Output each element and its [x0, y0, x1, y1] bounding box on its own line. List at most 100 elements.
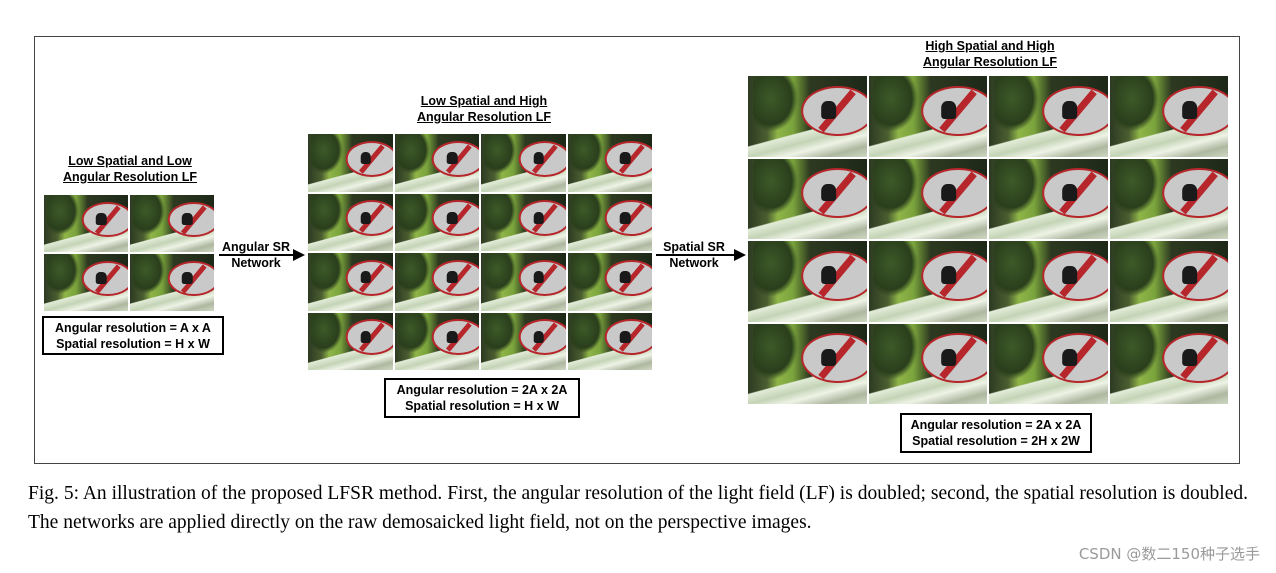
arrow2-label-line1: Spatial SR — [663, 240, 725, 254]
lightfield-view-image — [481, 312, 566, 370]
stage1-heading: Low Spatial and Low Angular Resolution L… — [44, 154, 216, 185]
lightfield-view-image — [748, 241, 867, 322]
lightfield-view-image — [1109, 241, 1228, 322]
arrow1-label-line2: Network — [231, 255, 281, 270]
prohibition-sign-icon — [432, 200, 479, 237]
lightfield-view-image — [394, 253, 479, 311]
lightfield-view-image — [868, 323, 987, 404]
lightfield-view-image — [394, 193, 479, 251]
stage2-spatial-resolution: Spatial resolution = H x W — [405, 399, 559, 413]
prohibition-sign-icon — [605, 319, 652, 356]
prohibition-sign-icon — [518, 319, 566, 356]
lightfield-view-image — [567, 134, 652, 192]
stage2-angular-resolution: Angular resolution = 2A x 2A — [396, 383, 568, 397]
lightfield-view-image — [394, 312, 479, 370]
stage3-angular-resolution: Angular resolution = 2A x 2A — [910, 418, 1082, 432]
prohibition-sign-icon — [921, 85, 987, 136]
lightfield-view-image — [308, 193, 393, 251]
prohibition-sign-icon — [345, 319, 393, 356]
lightfield-view-image — [868, 158, 987, 239]
lightfield-view-image — [989, 158, 1108, 239]
prohibition-sign-icon — [1041, 333, 1108, 384]
lightfield-view-image — [394, 134, 479, 192]
stage3-heading-line2: Angular Resolution LF — [922, 54, 1058, 69]
prohibition-sign-icon — [800, 333, 867, 384]
arrow1-label-line1: Angular SR — [221, 240, 291, 254]
prohibition-sign-icon — [605, 140, 652, 177]
prohibition-sign-icon — [81, 260, 128, 297]
stage3-heading: High Spatial and High Angular Resolution… — [904, 39, 1076, 70]
prohibition-sign-icon — [167, 260, 214, 297]
stage2-heading: Low Spatial and High Angular Resolution … — [398, 94, 570, 125]
prohibition-sign-icon — [1041, 250, 1108, 301]
lightfield-view-image — [130, 195, 214, 252]
arrow2-label: Spatial SR Network — [652, 240, 736, 271]
prohibition-sign-icon — [1041, 168, 1108, 219]
lightfield-view-image — [567, 312, 652, 370]
prohibition-sign-icon — [345, 259, 393, 296]
stage2-lightfield-grid — [308, 134, 652, 370]
lightfield-view-image — [989, 76, 1108, 157]
stage1-heading-line2: Angular Resolution LF — [62, 169, 198, 184]
stage3-spatial-resolution: Spatial resolution = 2H x 2W — [912, 434, 1080, 448]
stage2-heading-line2: Angular Resolution LF — [416, 109, 552, 124]
stage1-lightfield-grid — [44, 195, 214, 311]
lightfield-view-image — [44, 254, 128, 311]
lightfield-view-image — [308, 134, 393, 192]
prohibition-sign-icon — [432, 319, 479, 356]
lightfield-view-image — [748, 323, 867, 404]
prohibition-sign-icon — [1162, 85, 1228, 136]
arrow2-label-line2: Network — [669, 255, 719, 270]
prohibition-sign-icon — [167, 201, 214, 238]
lightfield-view-image — [1109, 323, 1228, 404]
prohibition-sign-icon — [605, 200, 652, 237]
lightfield-view-image — [748, 158, 867, 239]
prohibition-sign-icon — [921, 333, 987, 384]
lightfield-view-image — [868, 241, 987, 322]
lightfield-view-image — [567, 253, 652, 311]
prohibition-sign-icon — [800, 250, 867, 301]
prohibition-sign-icon — [432, 140, 479, 177]
lightfield-view-image — [989, 241, 1108, 322]
lightfield-view-image — [44, 195, 128, 252]
prohibition-sign-icon — [605, 259, 652, 296]
stage1-heading-line1: Low Spatial and Low — [68, 154, 192, 168]
lightfield-view-image — [989, 323, 1108, 404]
arrow2-icon — [656, 249, 746, 261]
lightfield-view-image — [567, 193, 652, 251]
arrow1-label: Angular SR Network — [215, 240, 297, 271]
prohibition-sign-icon — [345, 140, 393, 177]
stage1-spatial-resolution: Spatial resolution = H x W — [56, 337, 210, 351]
stage3-resolution-box: Angular resolution = 2A x 2A Spatial res… — [900, 413, 1092, 453]
watermark: CSDN @数二150种子选手 — [1078, 545, 1260, 563]
prohibition-sign-icon — [800, 85, 867, 136]
stage3-heading-line1: High Spatial and High — [925, 39, 1055, 53]
prohibition-sign-icon — [800, 168, 867, 219]
prohibition-sign-icon — [345, 200, 393, 237]
prohibition-sign-icon — [518, 140, 566, 177]
arrow1-icon — [219, 249, 305, 261]
lightfield-view-image — [481, 134, 566, 192]
stage3-lightfield-grid — [748, 76, 1228, 404]
lightfield-view-image — [481, 253, 566, 311]
lightfield-view-image — [748, 76, 867, 157]
stage1-resolution-box: Angular resolution = A x A Spatial resol… — [42, 316, 224, 355]
prohibition-sign-icon — [1162, 250, 1228, 301]
figure-caption: Fig. 5: An illustration of the proposed … — [28, 483, 1248, 533]
stage1-angular-resolution: Angular resolution = A x A — [55, 321, 211, 335]
lightfield-view-image — [308, 253, 393, 311]
prohibition-sign-icon — [921, 168, 987, 219]
stage2-resolution-box: Angular resolution = 2A x 2A Spatial res… — [384, 378, 580, 418]
lightfield-view-image — [481, 193, 566, 251]
prohibition-sign-icon — [518, 200, 566, 237]
prohibition-sign-icon — [921, 250, 987, 301]
prohibition-sign-icon — [1162, 168, 1228, 219]
prohibition-sign-icon — [432, 259, 479, 296]
stage2-heading-line1: Low Spatial and High — [420, 94, 548, 108]
prohibition-sign-icon — [1041, 85, 1108, 136]
lightfield-view-image — [868, 76, 987, 157]
prohibition-sign-icon — [81, 201, 128, 238]
prohibition-sign-icon — [1162, 333, 1228, 384]
lightfield-view-image — [1109, 76, 1228, 157]
lightfield-view-image — [308, 312, 393, 370]
